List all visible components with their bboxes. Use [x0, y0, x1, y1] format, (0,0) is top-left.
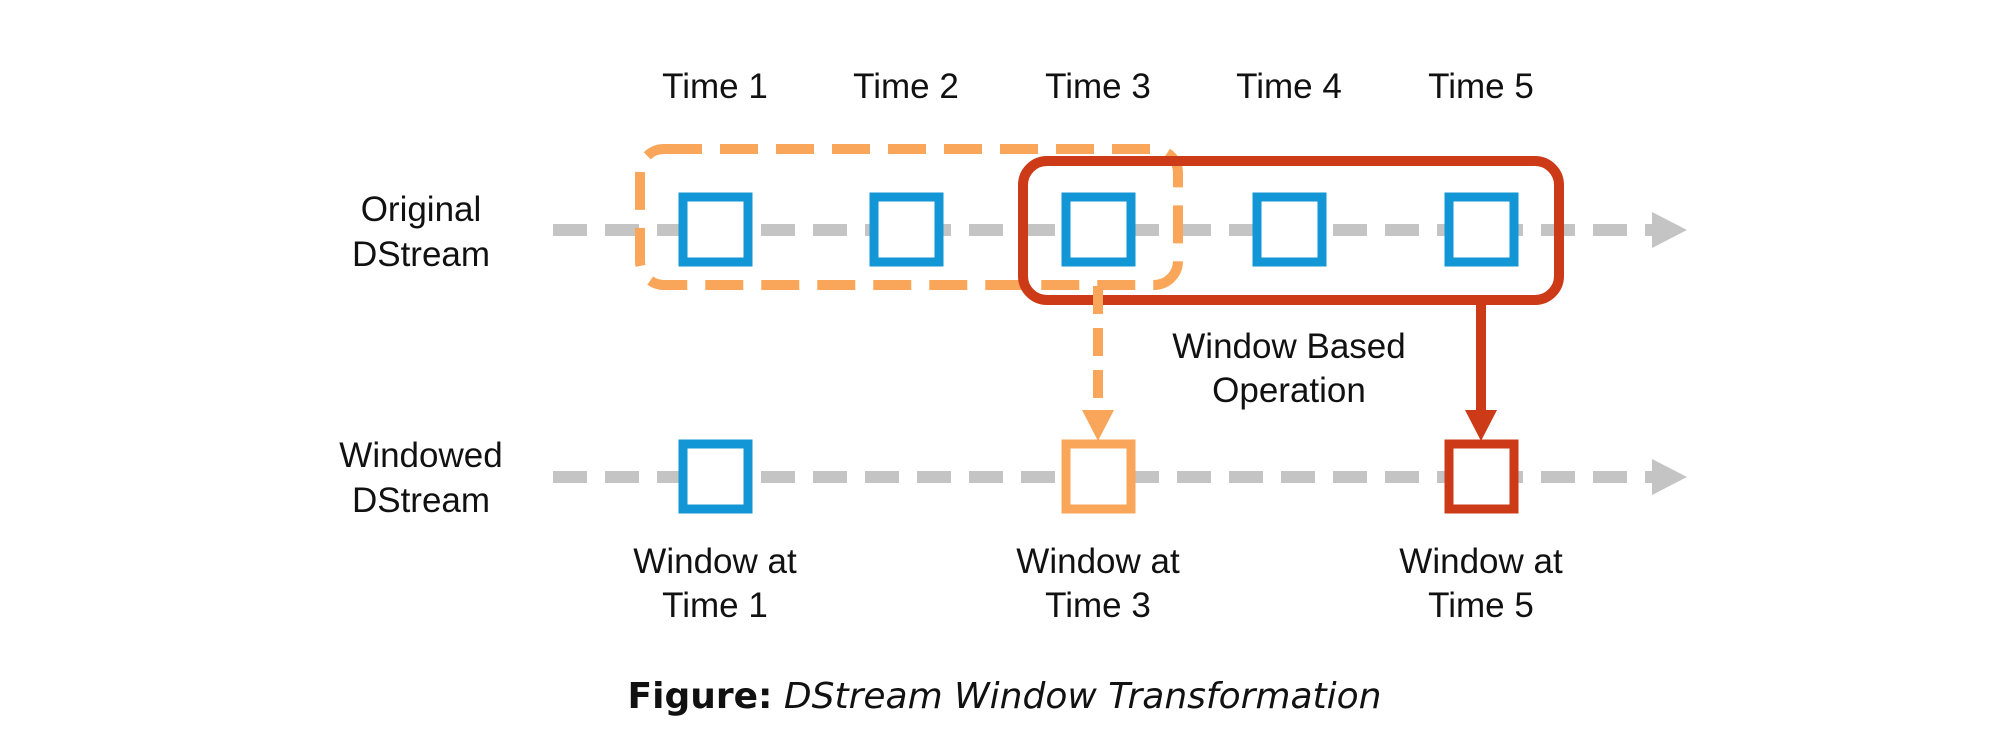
window-label-1-line1: Window at [633, 542, 797, 581]
windowed-box-time-5 [1444, 439, 1519, 514]
caption-prefix: Figure: [627, 676, 773, 717]
batch-box-time-5 [1444, 192, 1519, 267]
row-label-windowed-line2: DStream [352, 481, 490, 520]
red-window-arrowhead [1465, 410, 1497, 441]
time-labels: Time 1 Time 2 Time 3 Time 4 Time 5 [662, 67, 1534, 106]
caption-text: DStream Window Transformation [783, 676, 1382, 717]
batch-box-time-3 [1061, 192, 1136, 267]
windowed-box-time-1 [678, 439, 753, 514]
operation-label-line1: Window Based [1172, 327, 1405, 366]
row-label-windowed: Windowed DStream [339, 436, 502, 520]
time-label-4: Time 4 [1236, 67, 1342, 106]
window-outline-time-5 [1018, 156, 1564, 305]
row-label-original: Original DStream [352, 190, 490, 274]
row-label-windowed-line1: Windowed [339, 436, 502, 475]
operation-label: Window Based Operation [1172, 327, 1405, 410]
window-label-1-line2: Time 1 [662, 586, 768, 625]
operation-label-line2: Operation [1212, 371, 1366, 410]
window-label-3-line1: Window at [1016, 542, 1180, 581]
batch-box-time-1 [678, 192, 753, 267]
row-label-original-line2: DStream [352, 235, 490, 274]
window-outline-time-3 [635, 144, 1183, 290]
figure-caption: Figure: DStream Window Transformation [0, 676, 2009, 717]
time-label-2: Time 2 [853, 67, 959, 106]
time-label-3: Time 3 [1045, 67, 1151, 106]
window-label-5-line1: Window at [1399, 542, 1563, 581]
original-batches [678, 192, 1519, 267]
time-label-5: Time 5 [1428, 67, 1534, 106]
row-label-original-line1: Original [361, 190, 482, 229]
batch-box-time-4 [1252, 192, 1327, 267]
windowed-box-time-3 [1061, 439, 1136, 514]
orange-window-arrowhead [1082, 410, 1114, 441]
time-label-1: Time 1 [662, 67, 768, 106]
window-label-3-line2: Time 3 [1045, 586, 1151, 625]
orange-window-arrow [1082, 286, 1114, 441]
red-window-arrow [1465, 300, 1497, 441]
windowed-timeline-arrowhead [1652, 459, 1687, 495]
original-timeline-arrowhead [1652, 212, 1687, 248]
window-label-5-line2: Time 5 [1428, 586, 1534, 625]
batch-box-time-2 [869, 192, 944, 267]
window-labels: Window at Time 1 Window at Time 3 Window… [633, 542, 1563, 625]
